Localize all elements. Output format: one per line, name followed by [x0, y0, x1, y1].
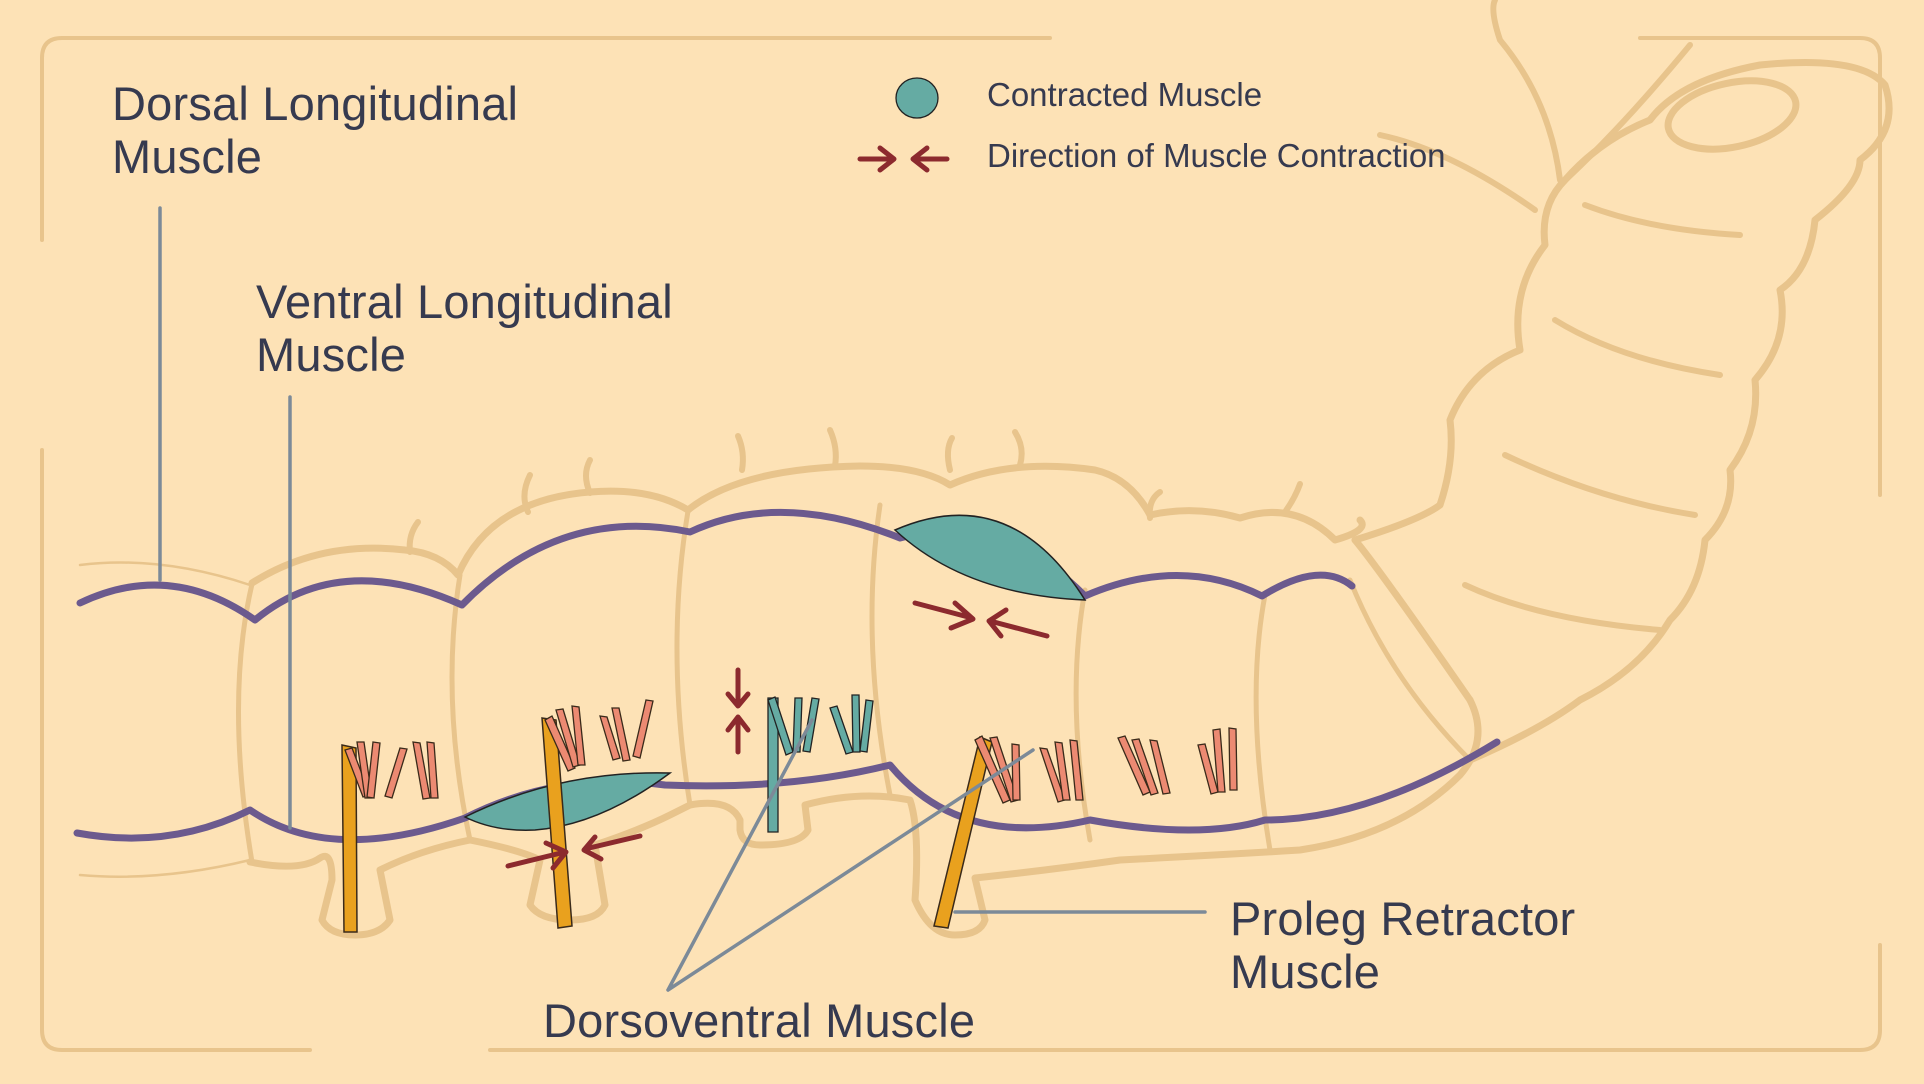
- leader-dorsoventral: [666, 718, 1035, 992]
- legend-direction-label: Direction of Muscle Contraction: [987, 137, 1446, 174]
- tail-guide-lines: [78, 561, 252, 878]
- contraction-arrows: [505, 600, 1050, 871]
- contracted-ventral-muscle: [463, 772, 673, 831]
- body-top-outline: [248, 462, 1366, 587]
- ventral-longitudinal-label-line-2: Muscle: [256, 327, 407, 381]
- head-lower-outline: [1351, 536, 1474, 704]
- contracted-dorsal-muscle: [893, 514, 1087, 601]
- leader-lines: [158, 206, 1207, 992]
- caterpillar-body: [78, 0, 1893, 939]
- head-outline: [1351, 59, 1893, 764]
- legend-contracted-swatch: [895, 77, 939, 119]
- mouth-ring: [1664, 77, 1800, 153]
- legend-arrow-icon: [857, 145, 950, 173]
- decorative-frame: [40, 36, 1882, 1052]
- dorsal-longitudinal-label-line-1: Dorsal Longitudinal: [112, 77, 519, 130]
- head-creases: [1462, 42, 1743, 633]
- legend-contracted-label: Contracted Muscle: [987, 76, 1263, 113]
- dorsoventral-label: Dorsoventral Muscle: [543, 994, 976, 1047]
- antenna-2: [1377, 132, 1538, 213]
- proleg-retractor-label: Proleg Retractor Muscle: [1230, 892, 1576, 998]
- ventral-longitudinal-label: Ventral Longitudinal Muscle: [256, 275, 673, 381]
- contracted-dorsoventral-muscle: [767, 694, 874, 833]
- dorsoventral-muscles: [344, 699, 1238, 804]
- ventral-longitudinal-muscle: [73, 738, 1501, 844]
- dorsal-longitudinal-muscle: [76, 508, 1356, 624]
- proleg-retractor-label-line-1: Proleg Retractor: [1230, 892, 1576, 945]
- segment-divisions: [236, 502, 1473, 865]
- body-bottom-outline: [246, 696, 1482, 939]
- antenna-1: [1490, 0, 1563, 183]
- dorsal-longitudinal-label-line-2: Muscle: [112, 129, 263, 183]
- ventral-longitudinal-label-line-1: Ventral Longitudinal: [256, 275, 673, 328]
- bristles: [406, 427, 1303, 555]
- proleg-retractor-label-line-2: Muscle: [1230, 944, 1381, 998]
- dorsal-longitudinal-label: Dorsal Longitudinal Muscle: [112, 77, 519, 183]
